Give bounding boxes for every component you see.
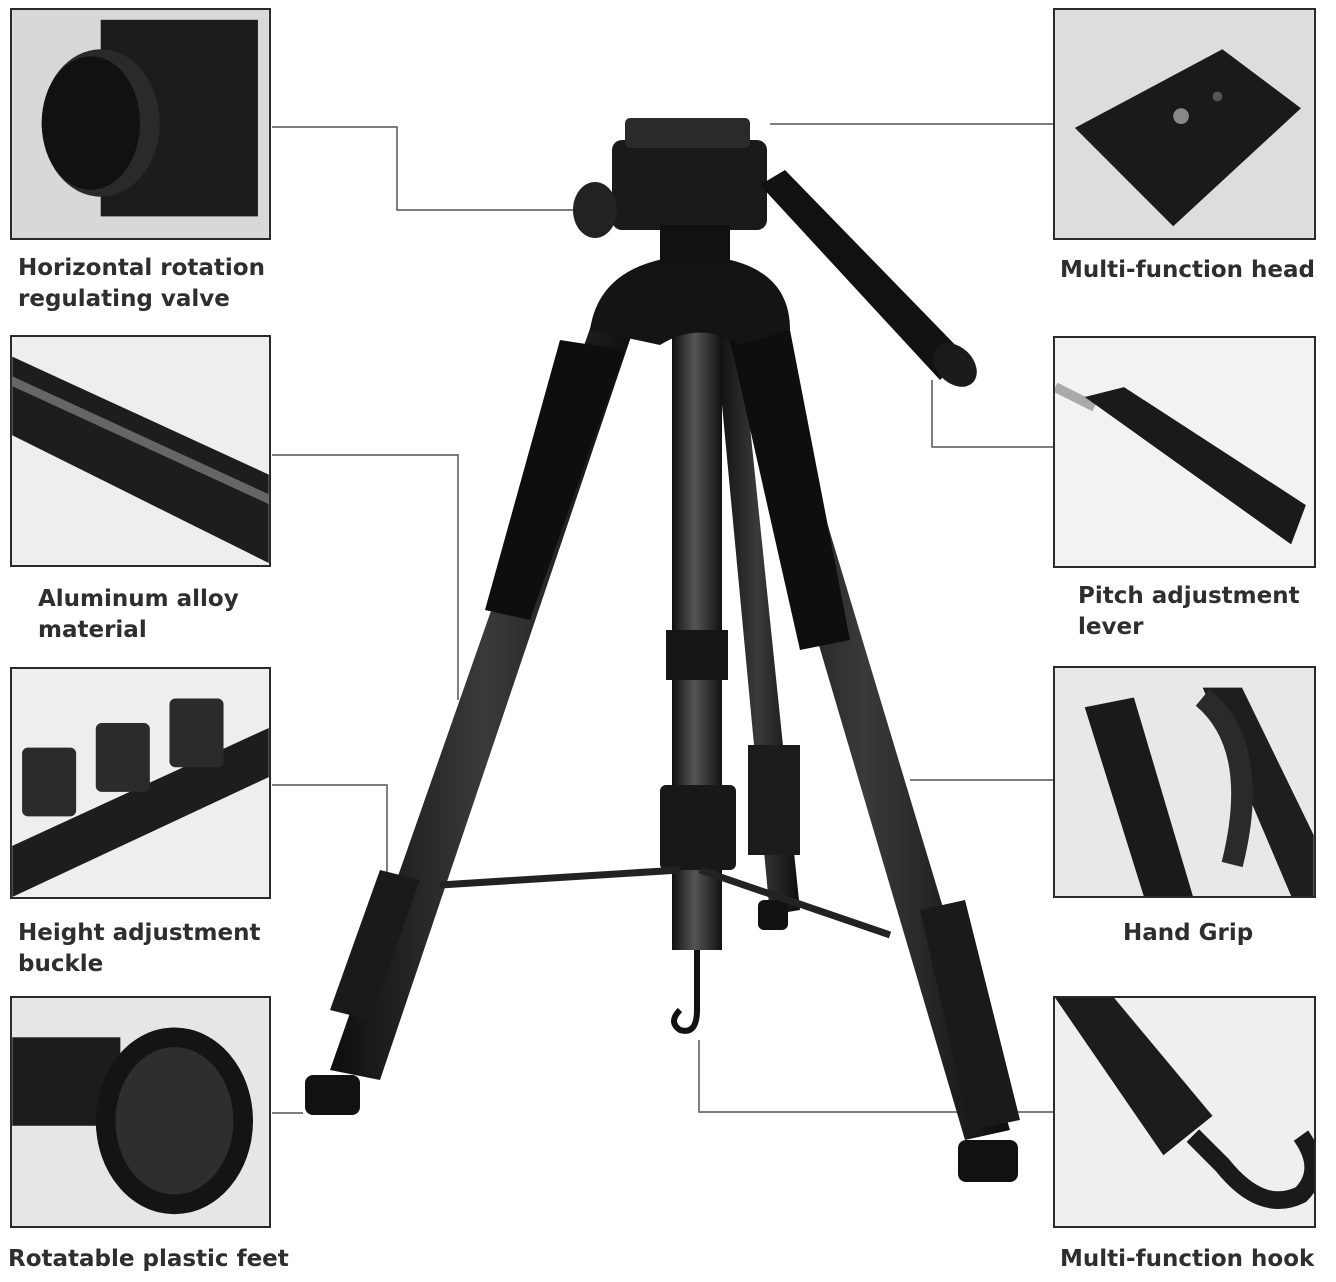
feature-image-buckle xyxy=(10,667,271,899)
label-line: lever xyxy=(1078,614,1144,640)
feature-label-head: Multi-function head xyxy=(1060,255,1315,286)
label-line: Horizontal rotation xyxy=(18,255,265,281)
feature-image-aluminum-tube xyxy=(10,335,271,567)
feature-label-buckle: Height adjustment buckle xyxy=(18,918,260,980)
feature-label-aluminum: Aluminum alloy material xyxy=(38,584,239,646)
label-line: Multi-function hook xyxy=(1060,1246,1315,1272)
label-line: Aluminum alloy xyxy=(38,586,239,612)
feature-label-rotation-valve: Horizontal rotation regulating valve xyxy=(18,253,265,315)
label-line: Rotatable plastic feet xyxy=(8,1246,289,1272)
feature-image-hook xyxy=(1053,996,1316,1228)
feature-image-lever xyxy=(1053,336,1316,568)
feature-image-grip xyxy=(1053,666,1316,898)
feature-label-feet: Rotatable plastic feet xyxy=(8,1244,289,1275)
label-line: Height adjustment xyxy=(18,920,261,946)
feature-label-grip: Hand Grip xyxy=(1123,918,1253,949)
label-line: buckle xyxy=(18,951,104,977)
feature-label-hook: Multi-function hook xyxy=(1060,1244,1314,1275)
tripod-product-image xyxy=(305,118,1020,1182)
feature-label-lever: Pitch adjustment lever xyxy=(1078,581,1300,643)
label-line: Hand Grip xyxy=(1123,920,1254,946)
label-line: material xyxy=(38,617,147,643)
connector-lines xyxy=(272,123,1053,1114)
label-line: Pitch adjustment xyxy=(1078,583,1300,609)
label-line: regulating valve xyxy=(18,286,230,312)
label-line: Multi-function head xyxy=(1060,257,1315,283)
feature-image-foot xyxy=(10,996,271,1228)
feature-image-rotation-knob xyxy=(10,8,271,240)
feature-image-head xyxy=(1053,8,1316,240)
